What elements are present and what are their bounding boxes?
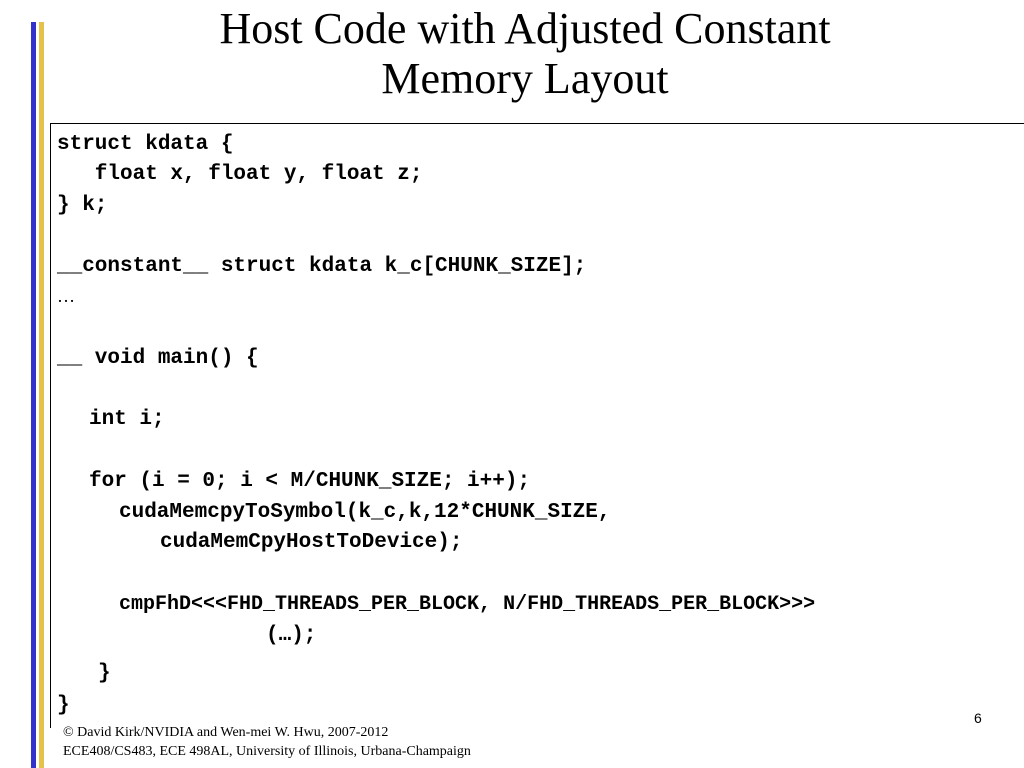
code-line: __ void main() { xyxy=(57,347,259,370)
code-line: struct kdata { xyxy=(57,133,234,156)
slide-title: Host Code with Adjusted Constant Memory … xyxy=(90,4,960,104)
code-line: } xyxy=(57,694,70,717)
footer-copyright: © David Kirk/NVIDIA and Wen-mei W. Hwu, … xyxy=(63,725,389,740)
code-block xyxy=(50,123,1024,728)
left-accent-bar-blue xyxy=(31,22,36,768)
code-line: cudaMemCpyHostToDevice); xyxy=(160,531,463,554)
code-line: cudaMemcpyToSymbol(k_c,k,12*CHUNK_SIZE, xyxy=(119,501,611,524)
code-line: } xyxy=(98,662,111,685)
title-line-2: Memory Layout xyxy=(381,54,669,103)
code-line: cmpFhD<<<FHD_THREADS_PER_BLOCK, N/FHD_TH… xyxy=(119,593,816,616)
code-line: int i; xyxy=(89,408,165,431)
code-line: … xyxy=(57,286,75,306)
code-line: __constant__ struct kdata k_c[CHUNK_SIZE… xyxy=(57,255,587,278)
code-line: } k; xyxy=(57,194,108,217)
footer: © David Kirk/NVIDIA and Wen-mei W. Hwu, … xyxy=(63,723,471,761)
left-accent-bar-gold xyxy=(39,22,44,768)
title-line-1: Host Code with Adjusted Constant xyxy=(219,4,831,53)
code-line: for (i = 0; i < M/CHUNK_SIZE; i++); xyxy=(89,470,531,493)
code-line: float x, float y, float z; xyxy=(57,163,423,186)
page-number: 6 xyxy=(974,710,982,726)
footer-course: ECE408/CS483, ECE 498AL, University of I… xyxy=(63,744,471,759)
code-line: (…); xyxy=(266,624,317,647)
